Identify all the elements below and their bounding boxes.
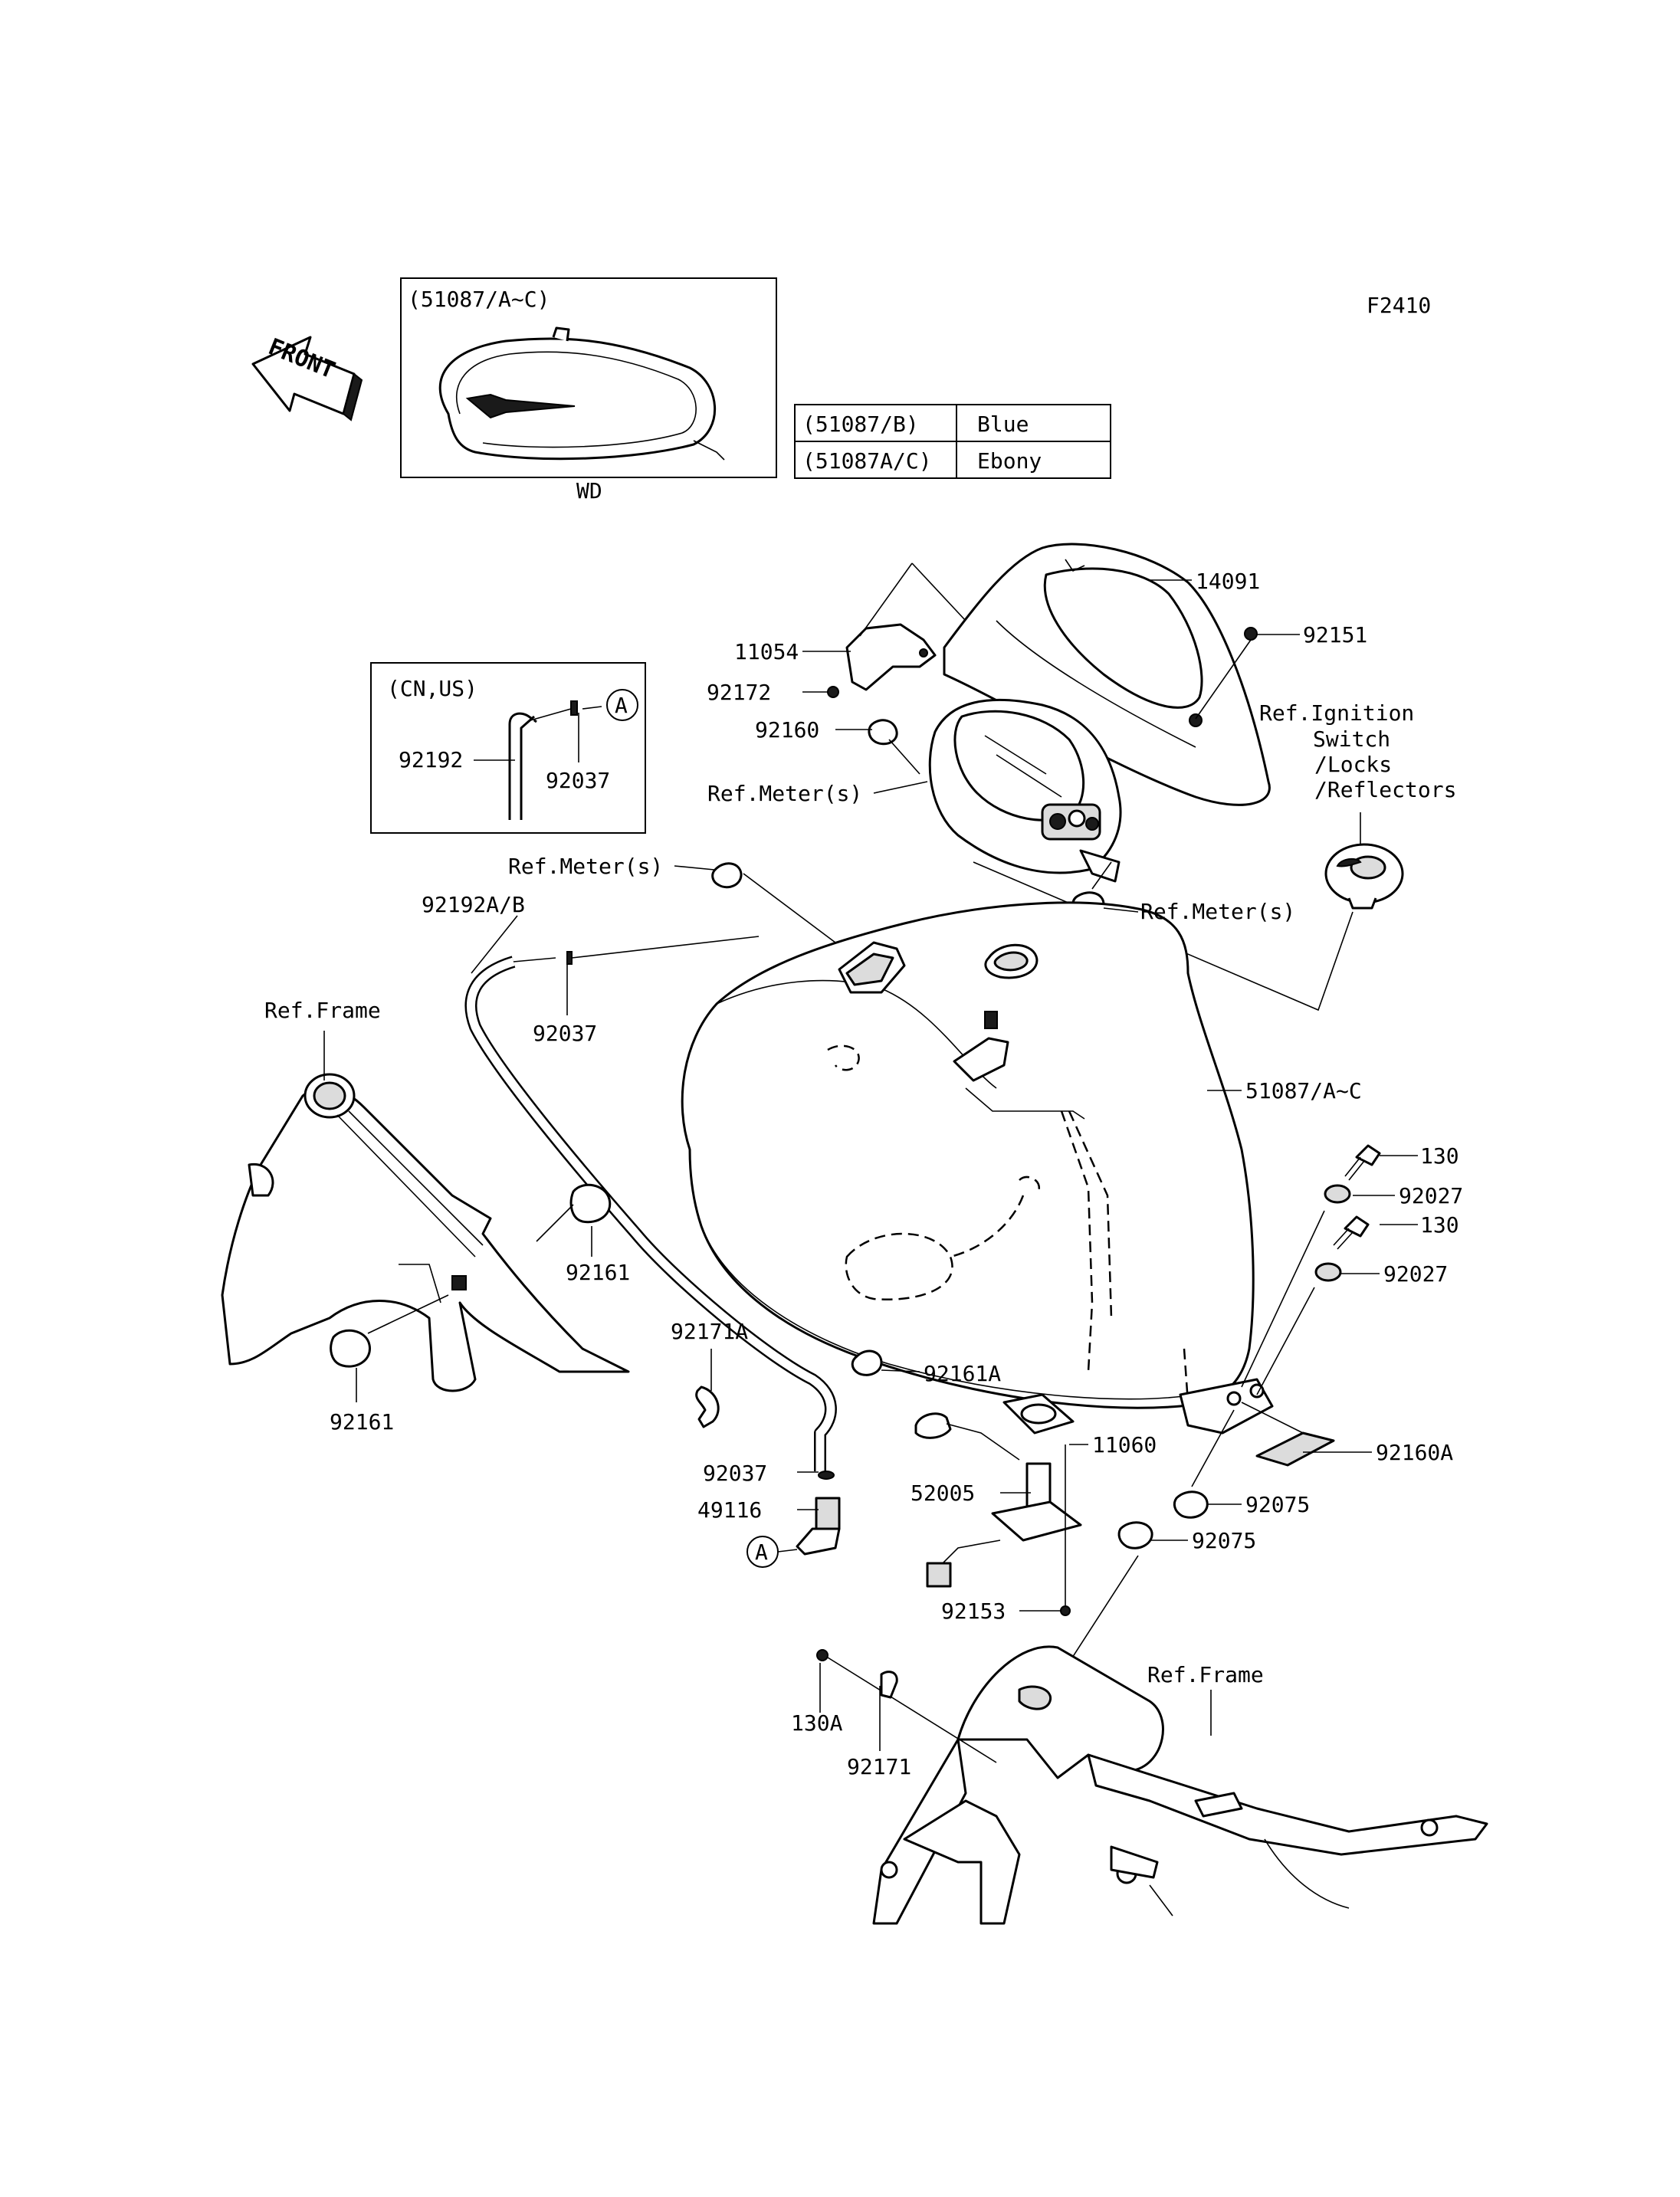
callout-92161-lower: 92161 <box>330 1409 394 1435</box>
grommet-92161-lower <box>330 1329 371 1368</box>
grommet-ref-meter-left <box>711 862 743 889</box>
screw-92172 <box>827 686 839 698</box>
fuel-pump-52005 <box>914 1393 1082 1588</box>
callout-ref-ignition: Ref.Ignition <box>1259 700 1414 726</box>
callout-92160: 92160 <box>755 717 819 743</box>
callout-11054: 11054 <box>734 639 799 664</box>
pad-92160A <box>1255 1431 1335 1467</box>
callout-ref-meter-3: Ref.Meter(s) <box>1140 899 1295 924</box>
bolt-130-lower <box>1333 1215 1370 1250</box>
inset-caption: WD <box>576 478 602 503</box>
callout-92161A: 92161A <box>924 1361 1001 1386</box>
callout-92075-lower: 92075 <box>1192 1528 1256 1553</box>
color-table-part-1: (51087/B) <box>802 412 919 437</box>
callout-reflectors: /Reflectors <box>1314 777 1456 802</box>
callout-130-lower: 130 <box>1420 1212 1459 1238</box>
callout-ref-meter-1: Ref.Meter(s) <box>707 781 862 806</box>
callout-92153: 92153 <box>941 1599 1006 1624</box>
bracket-11054 <box>845 562 966 691</box>
fitting-49116 <box>796 1471 841 1556</box>
grommet-92161-upper <box>569 1183 612 1224</box>
inset-box: (51087/A~C) WD <box>400 277 777 503</box>
grommet-92161A <box>851 1349 883 1376</box>
cn-us-title: (CN,US) <box>387 676 477 701</box>
callout-92160A: 92160A <box>1376 1440 1453 1465</box>
cn-us-box: (CN,US) A 92192 92037 <box>370 662 646 834</box>
clip-92171 <box>880 1671 898 1699</box>
callout-92151: 92151 <box>1303 622 1367 648</box>
clip-92037-upper <box>566 951 573 965</box>
callout-switch: Switch <box>1313 726 1390 752</box>
cn-us-label-92037: 92037 <box>546 768 610 793</box>
grommet-92160 <box>868 719 898 746</box>
callout-92027-upper: 92027 <box>1399 1183 1463 1208</box>
callout-92171: 92171 <box>847 1754 911 1779</box>
callout-locks: /Locks <box>1314 752 1392 777</box>
callout-ref-frame-right: Ref.Frame <box>1147 1662 1264 1687</box>
callout-92037-lower: 92037 <box>703 1461 767 1486</box>
figure-code: F2410 <box>1367 293 1431 318</box>
callout-49116: 49116 <box>697 1497 762 1523</box>
callout-52005: 52005 <box>911 1481 975 1506</box>
screw-130A <box>816 1649 829 1661</box>
callout-11060: 11060 <box>1092 1432 1157 1458</box>
callout-130A: 130A <box>791 1710 843 1736</box>
clip-92171A <box>695 1385 720 1428</box>
callout-92172: 92172 <box>707 680 771 705</box>
callout-92161-upper: 92161 <box>566 1260 630 1285</box>
callout-14091: 14091 <box>1196 569 1260 594</box>
frame-left <box>221 1073 630 1392</box>
color-table-color-2: Ebony <box>977 448 1042 474</box>
callout-130-upper: 130 <box>1420 1143 1459 1169</box>
cn-us-circle: A <box>615 693 628 718</box>
color-table: (51087/B) Blue (51087A/C) Ebony <box>794 404 1111 479</box>
grommet-92075-lower <box>1117 1521 1153 1549</box>
circle-a-label: A <box>755 1540 768 1565</box>
callout-ref-frame-left: Ref.Frame <box>264 998 381 1023</box>
inset-emblem-icon <box>465 393 576 419</box>
meter-assembly <box>928 698 1122 883</box>
callout-92075-upper: 92075 <box>1245 1492 1310 1517</box>
washer-92027-lower <box>1314 1262 1342 1282</box>
callout-51087: 51087/A~C <box>1245 1078 1362 1103</box>
fuel-tank <box>681 901 1274 1435</box>
callout-92037-upper: 92037 <box>533 1021 597 1046</box>
circle-a-marker <box>606 689 638 721</box>
callout-ref-meter-2: Ref.Meter(s) <box>508 854 663 879</box>
cn-us-label-92192: 92192 <box>399 747 463 772</box>
frame-right <box>872 1645 1488 1925</box>
grommet-92075-upper <box>1173 1490 1209 1519</box>
screw-92151 <box>1244 627 1258 641</box>
color-table-color-1: Blue <box>977 412 1029 437</box>
callout-92027-lower: 92027 <box>1383 1261 1448 1287</box>
bolt-130-top <box>1344 1144 1381 1181</box>
washer-92027-top <box>1324 1184 1351 1204</box>
front-arrow-icon: FRONT <box>251 333 363 421</box>
color-table-part-2: (51087A/C) <box>802 448 932 474</box>
fuel-hose-92192AB <box>464 956 837 1471</box>
inset-title: (51087/A~C) <box>408 287 550 312</box>
callout-92192AB: 92192A/B <box>422 892 525 917</box>
screw-92153 <box>1060 1605 1071 1616</box>
callout-92171A: 92171A <box>671 1319 748 1344</box>
ignition-switch-cap <box>1324 843 1404 910</box>
inset-tank-outline <box>438 337 717 461</box>
